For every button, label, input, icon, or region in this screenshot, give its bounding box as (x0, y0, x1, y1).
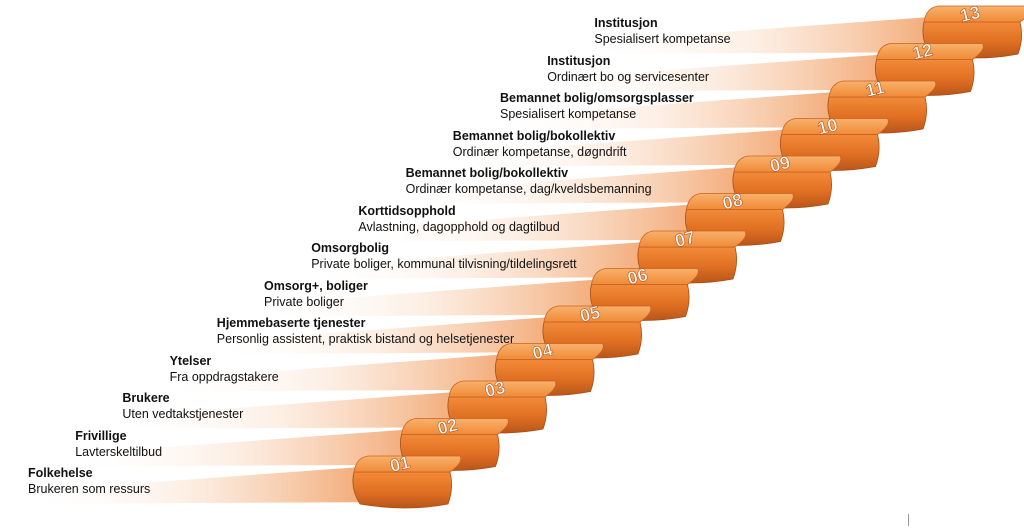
step-title: Omsorg+, boliger (264, 278, 368, 293)
step-number: 02 (435, 414, 459, 438)
step-subtitle: Fra oppdragstakere (169, 369, 279, 384)
step-title: Institusjon (547, 53, 611, 68)
step-band-06 (254, 278, 632, 317)
step-subtitle: Ordinært bo og servicesenter (547, 69, 710, 84)
step-tread (733, 155, 842, 173)
step-band-05 (206, 316, 585, 354)
step-tread (876, 43, 984, 60)
step-band-07 (301, 241, 679, 279)
step-band-13 (584, 16, 964, 54)
step-tread (448, 380, 557, 398)
step-title: Frivillige (75, 428, 127, 443)
step-tread (496, 343, 604, 360)
step-01: 01 (352, 452, 462, 509)
step-title: Bemannet bolig/bokollektiv (405, 166, 569, 180)
step-number: 07 (673, 227, 697, 251)
step-tread (591, 268, 699, 285)
step-subtitle: Private boliger, kommunal tilvisning/til… (311, 257, 577, 271)
step-title: Omsorgbolig (311, 241, 389, 255)
step-02: 02 (399, 414, 509, 471)
step-band-12 (537, 53, 917, 92)
step-tread (923, 5, 1024, 23)
step-band-02 (65, 428, 442, 467)
step-tread (686, 193, 794, 210)
step-subtitle: Personlig assistent, praktisk bistand og… (216, 332, 515, 346)
step-number: 11 (863, 77, 886, 101)
step-title: Bemannet bolig/bokollektiv (452, 128, 616, 143)
step-title: Korttidsopphold (358, 203, 456, 218)
step-title: Folkehelse (28, 466, 93, 480)
step-11: 11 (827, 77, 937, 134)
step-title: Bemannet bolig/omsorgsplasser (500, 91, 694, 105)
step-subtitle: Brukeren som ressurs (28, 482, 151, 496)
step-title: Brukere (122, 391, 170, 405)
step-subtitle: Ordinær kompetanse, dag/kveldsbemanning (405, 182, 652, 196)
step-tread (781, 118, 889, 135)
step-subtitle: Private boliger (264, 294, 344, 309)
step-band-01 (18, 466, 394, 504)
step-tread (828, 80, 937, 98)
step-band-11 (490, 91, 869, 129)
step-subtitle: Spesialisert kompetanse (594, 32, 731, 46)
step-band-08 (348, 203, 727, 242)
step-tread (638, 230, 747, 248)
step-tread (543, 305, 652, 323)
step-band-04 (159, 353, 537, 392)
step-riser (352, 471, 452, 509)
step-tread (353, 455, 462, 473)
step-subtitle: Spesialisert kompetanse (500, 107, 637, 121)
step-subtitle: Lavterskeltilbud (75, 444, 163, 459)
step-band-09 (395, 166, 774, 204)
step-tread (401, 418, 509, 435)
step-subtitle: Avlastning, dagopphold og dagtilbud (358, 219, 560, 234)
step-subtitle: Uten vedtakstjenester (122, 407, 244, 421)
step-band-03 (112, 391, 490, 429)
divider-tick (908, 514, 909, 526)
step-subtitle: Ordinær kompetanse, døgndrift (452, 144, 627, 159)
step-title: Ytelser (169, 353, 212, 368)
step-title: Hjemmebaserte tjenester (216, 316, 366, 330)
step-title: Institusjon (594, 16, 658, 30)
step-13: 13 (922, 2, 1024, 59)
step-band-10 (442, 128, 822, 167)
